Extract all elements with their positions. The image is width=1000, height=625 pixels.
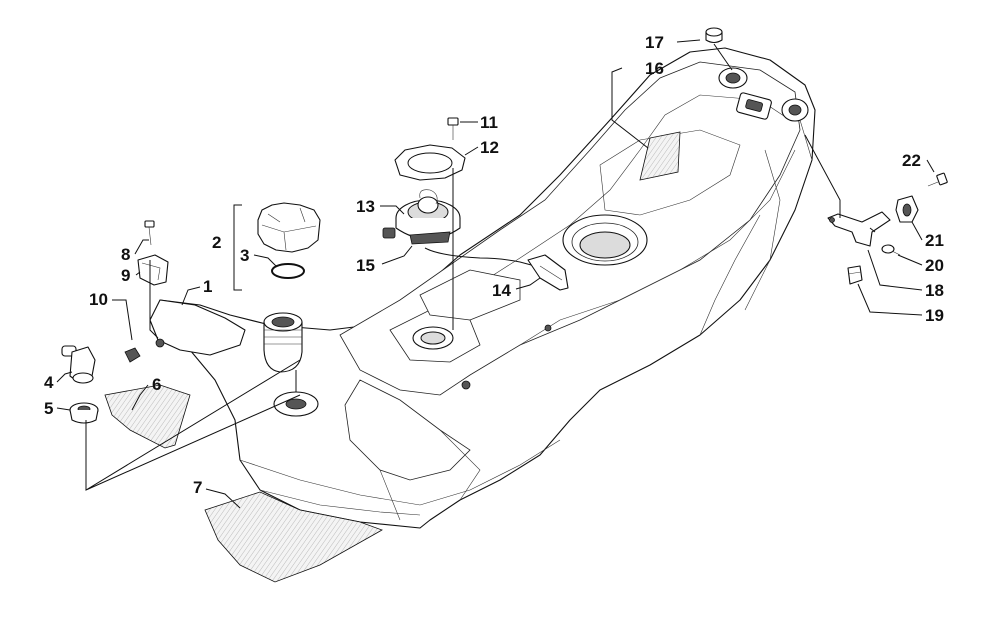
bracket-clip <box>137 254 169 286</box>
callout-12: 12 <box>480 138 499 157</box>
leader-lines <box>56 39 935 509</box>
filler-neck <box>263 312 303 373</box>
screw-left <box>144 220 155 246</box>
pump-screw <box>447 117 459 140</box>
callout-13: 13 <box>356 197 375 216</box>
callout-1: 1 <box>203 277 212 296</box>
callout-7: 7 <box>193 478 202 497</box>
clamp <box>895 195 919 223</box>
decal <box>639 131 681 181</box>
plug <box>705 27 723 44</box>
callout-17: 17 <box>645 33 664 52</box>
callout-2-bracket <box>233 204 242 291</box>
callout-4: 4 <box>44 373 54 392</box>
grommet <box>69 402 99 424</box>
nut-clip <box>847 265 863 285</box>
hose-clip <box>124 347 141 363</box>
callout-21: 21 <box>925 231 944 250</box>
vent-fitting <box>61 345 96 384</box>
pump-gasket <box>394 144 466 181</box>
insulation-pad-small <box>104 384 191 449</box>
callout-19: 19 <box>925 306 944 325</box>
callout-6: 6 <box>152 375 161 394</box>
callout-15: 15 <box>356 256 375 275</box>
callout-11: 11 <box>480 113 498 132</box>
bolt-right <box>927 172 948 187</box>
filler-cap <box>257 202 321 253</box>
callout-9: 9 <box>121 266 130 285</box>
callout-2: 2 <box>212 233 221 252</box>
screw-right <box>881 244 901 256</box>
callout-18: 18 <box>925 281 944 300</box>
callout-10: 10 <box>89 290 108 309</box>
callout-16: 16 <box>645 59 664 78</box>
filler-gasket <box>271 263 305 279</box>
insulation-pad-large <box>204 491 383 583</box>
callout-14: 14 <box>492 281 511 300</box>
callout-labels: 1 2 3 4 5 6 7 8 9 10 11 12 13 14 15 16 1… <box>44 33 944 497</box>
callout-22: 22 <box>902 151 921 170</box>
bracket-right <box>827 211 891 247</box>
callout-20: 20 <box>925 256 944 275</box>
wire-harness <box>424 247 536 267</box>
callout-8: 8 <box>121 245 130 264</box>
callout-5: 5 <box>44 399 53 418</box>
fuel-pump <box>382 189 461 245</box>
callout-3: 3 <box>240 246 249 265</box>
